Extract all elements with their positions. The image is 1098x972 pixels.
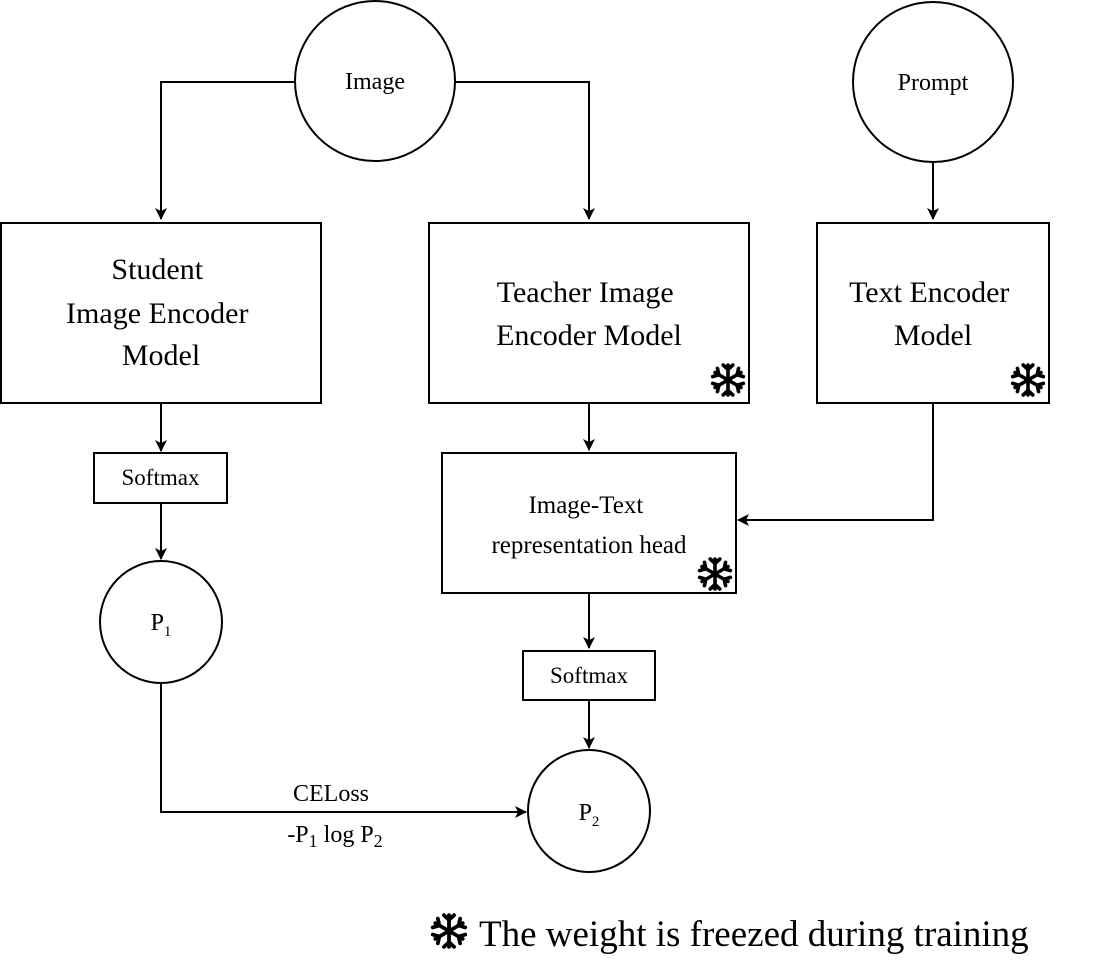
celoss-formula: -P1 log P2: [287, 822, 382, 851]
student-encoder-box: Student Image Encoder Model: [0, 222, 322, 404]
teacher-encoder-label: Teacher Image Encoder Model: [496, 276, 682, 352]
softmax-left-label: Softmax: [122, 465, 200, 490]
p2-label: P2: [579, 800, 600, 830]
p1-label: P1: [151, 610, 172, 640]
text-encoder-label: Text Encoder Model: [849, 276, 1017, 352]
p2-node: P2: [527, 749, 651, 873]
representation-head-label: Image-Text representation head: [491, 492, 687, 559]
text-encoder-box: Text Encoder Model: [816, 222, 1050, 404]
edge-image-to-teacher: [454, 81, 595, 220]
snowflake-icon: [433, 915, 465, 947]
softmax-right-box: Softmax: [522, 650, 656, 701]
softmax-right-label: Softmax: [550, 663, 628, 688]
prompt-node: Prompt: [852, 1, 1014, 163]
softmax-left-box: Softmax: [93, 452, 228, 504]
edge-p1-to-p2-celoss: [160, 683, 527, 818]
legend-text: The weight is freezed during training: [479, 914, 1029, 955]
prompt-label: Prompt: [898, 70, 969, 96]
image-label: Image: [345, 69, 405, 95]
student-encoder-label: Student Image Encoder Model: [66, 253, 256, 372]
edges: [155, 81, 939, 818]
celoss-label: CELoss: [293, 781, 369, 807]
edge-text-encoder-to-head: [737, 403, 934, 526]
representation-head-box: Image-Text representation head: [441, 452, 737, 594]
p1-node: P1: [99, 560, 223, 684]
image-node: Image: [294, 0, 456, 162]
legend: The weight is freezed during training: [433, 914, 1029, 955]
teacher-encoder-box: Teacher Image Encoder Model: [428, 222, 750, 404]
edge-image-to-student: [155, 81, 296, 220]
